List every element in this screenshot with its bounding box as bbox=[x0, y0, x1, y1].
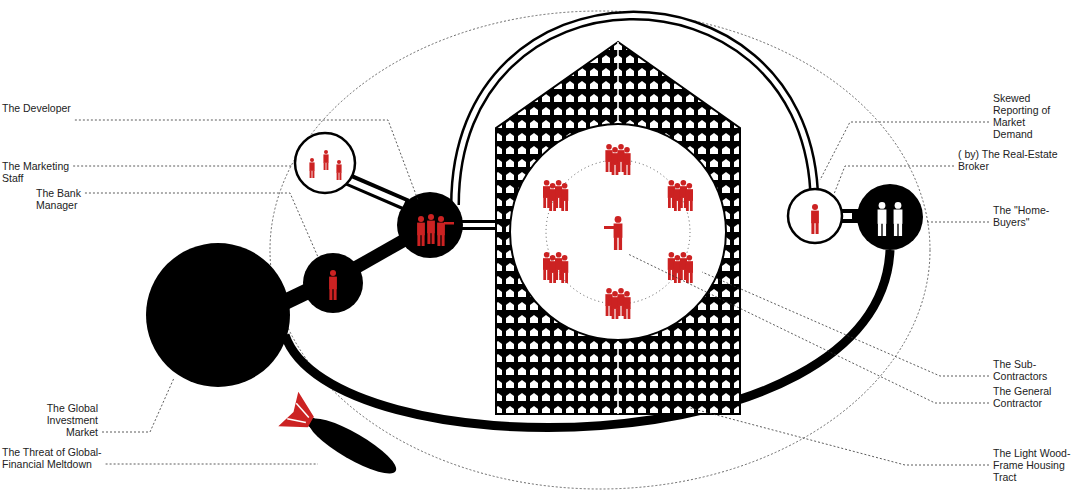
dotted-ring bbox=[546, 160, 690, 304]
callout-label: The Threat of Global-Financial Meltdown bbox=[2, 446, 102, 470]
callout-label: The Global Investment Market bbox=[18, 402, 98, 438]
person-figure bbox=[686, 183, 693, 211]
callout-label: The Light Wood-Frame Housing Tract bbox=[993, 447, 1071, 483]
bomb bbox=[278, 392, 405, 489]
housing-tract bbox=[496, 42, 740, 414]
axis-line bbox=[617, 338, 619, 414]
figures bbox=[309, 144, 902, 319]
person-figure bbox=[623, 147, 630, 175]
neck bbox=[345, 178, 407, 205]
person-figure bbox=[614, 216, 623, 250]
axis-line bbox=[617, 42, 619, 126]
callout-label: The Marketing Staff bbox=[2, 160, 77, 184]
person-figure bbox=[878, 202, 887, 236]
leader-line bbox=[834, 166, 954, 194]
person-figure bbox=[686, 255, 693, 283]
leader-line bbox=[73, 166, 293, 167]
neck-inner bbox=[348, 180, 404, 204]
buyers-bubble bbox=[857, 184, 923, 250]
broker-bubble bbox=[788, 189, 842, 243]
person-figure bbox=[437, 216, 445, 246]
bank-bubble bbox=[303, 253, 363, 313]
callout-label: ( by) The Real-Estate Broker bbox=[958, 148, 1070, 172]
leader-line bbox=[106, 464, 318, 465]
person-figure bbox=[329, 270, 337, 300]
person-figure bbox=[623, 291, 630, 319]
callout-label: The Bank Manager bbox=[36, 187, 91, 211]
dashed-orbit bbox=[270, 11, 930, 489]
person-figure bbox=[323, 150, 328, 170]
callout-label: The Sub-Contractors bbox=[993, 358, 1071, 382]
leader-line bbox=[102, 378, 174, 432]
neck bbox=[355, 238, 408, 268]
person-figure bbox=[336, 160, 341, 180]
pointing-arm bbox=[604, 226, 616, 229]
neck bbox=[460, 220, 500, 230]
person-figure bbox=[309, 158, 314, 178]
person-figure bbox=[894, 202, 903, 236]
globe bbox=[146, 243, 290, 387]
person-figure bbox=[561, 255, 568, 283]
person-figure bbox=[811, 204, 819, 234]
leader-line bbox=[702, 272, 989, 376]
person-figure bbox=[427, 214, 435, 244]
callout-label: Skewed Reporting of Market Demand bbox=[993, 92, 1053, 140]
marketing-bubble bbox=[295, 133, 355, 193]
developer-bubble bbox=[397, 192, 463, 258]
person-figure bbox=[417, 216, 425, 246]
pointing-arm bbox=[444, 222, 454, 225]
leader-line bbox=[628, 254, 989, 403]
construction-circle bbox=[510, 124, 726, 340]
leader-line bbox=[85, 193, 318, 257]
neck-inner bbox=[460, 223, 500, 227]
callout-label: The "Home-Buyers" bbox=[993, 204, 1069, 228]
leader-line bbox=[925, 222, 989, 223]
person-figure bbox=[561, 183, 568, 211]
callout-label: The Developer bbox=[2, 102, 72, 114]
callout-label: The General Contractor bbox=[993, 385, 1071, 409]
leader-line bbox=[75, 120, 418, 200]
leader-line bbox=[690, 408, 989, 465]
